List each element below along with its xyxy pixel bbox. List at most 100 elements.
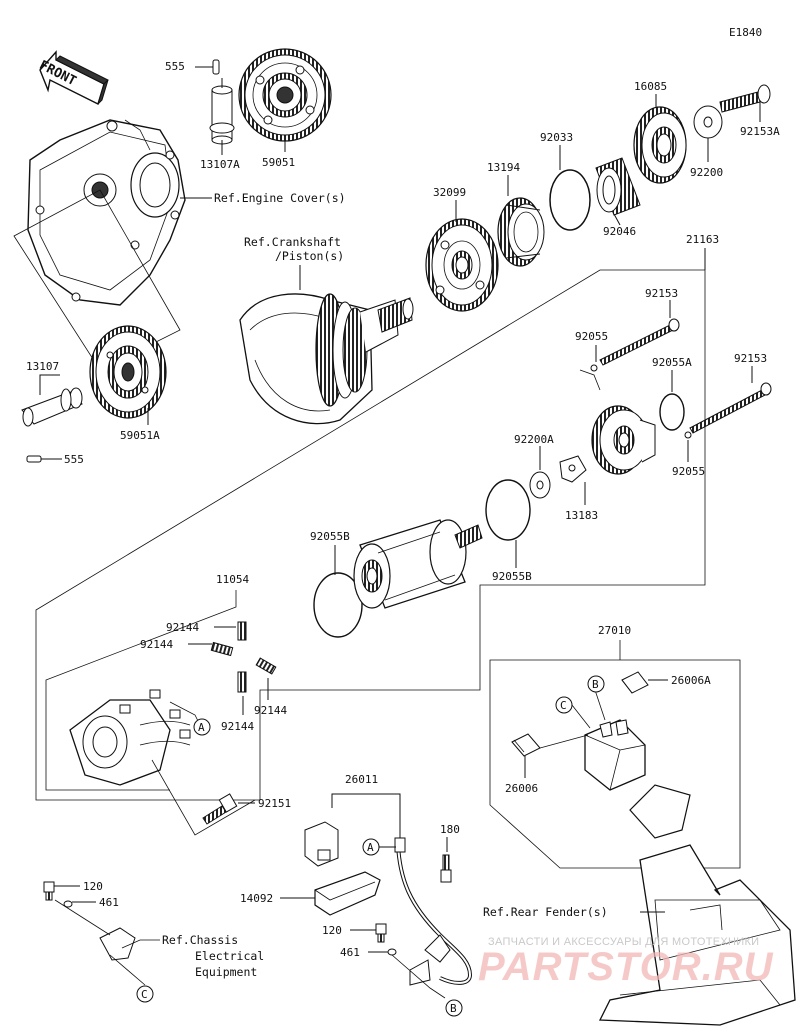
part-label-92200: 92200	[690, 166, 724, 179]
ref-engine-cover: Ref.Engine Cover(s)	[214, 191, 346, 205]
o-ring-92055A	[659, 393, 685, 431]
spring-92144-d	[255, 657, 277, 675]
cable-26011	[394, 837, 473, 986]
spring-92144-a	[237, 621, 247, 641]
starter-idle-gear-16085	[633, 106, 687, 184]
idle-gear-59051A	[89, 325, 167, 419]
circlip-92033	[549, 169, 592, 231]
cable-cap-26011	[304, 821, 339, 867]
engine-cover	[27, 119, 186, 306]
part-label-92144-b: 92144	[140, 638, 174, 651]
part-label-26006: 26006	[505, 782, 539, 795]
pin-555-bottom	[26, 455, 42, 463]
ref-chassis-line2: Electrical	[195, 949, 265, 963]
bracket-chassis	[99, 927, 136, 961]
crankshaft	[239, 293, 414, 425]
ref-chassis-line3: Equipment	[195, 965, 258, 979]
fuse-26006	[511, 733, 541, 757]
ref-chassis-line1: Ref.Chassis	[162, 933, 239, 947]
assembly-frame-21163	[35, 269, 706, 801]
spring-92144-b	[210, 641, 234, 657]
callout-circle-a-1	[193, 718, 211, 736]
fuse-26006A	[621, 671, 649, 694]
starter-motor	[353, 519, 483, 609]
needle-bearing-92046	[595, 157, 641, 216]
part-label-92055B-a: 92055B	[310, 530, 350, 543]
o-ring-92055B-b	[313, 572, 363, 638]
front-arrow-icon	[39, 50, 109, 105]
callout-circle-c-2	[136, 985, 154, 1003]
washer-92200A	[529, 471, 551, 499]
part-label-180: 180	[440, 823, 460, 836]
washer-461-b	[387, 948, 397, 956]
bolt-92153-b	[689, 382, 772, 434]
callout-a-1: A	[198, 721, 205, 734]
part-label-92151: 92151	[258, 797, 292, 810]
washer-92200	[693, 105, 723, 139]
part-label-92144-d: 92144	[221, 720, 255, 733]
part-label-92144-c: 92144	[254, 704, 288, 717]
ref-rear-fender: Ref.Rear Fender(s)	[483, 905, 608, 919]
rear-fender	[598, 844, 796, 1026]
part-label-92055B-b: 92055B	[492, 570, 532, 583]
bolt-92153-a	[599, 318, 680, 366]
shaft-13107A	[209, 85, 235, 145]
ref-crankshaft-line1: Ref.Crankshaft	[244, 235, 341, 249]
callout-c-1: C	[560, 699, 567, 712]
watermark-tagline: ЗАПЧАСТИ И АКСЕССУАРЫ ДЛЯ МОТОТЕХНИКИ	[488, 936, 760, 948]
part-label-461-b: 461	[340, 946, 360, 959]
part-label-27010: 27010	[598, 624, 632, 637]
part-label-16085: 16085	[634, 80, 668, 93]
part-label-92055-a: 92055	[575, 330, 609, 343]
part-label-92144-a: 92144	[166, 621, 200, 634]
o-ring-92055B-a	[485, 479, 531, 541]
part-label-120-b: 120	[322, 924, 342, 937]
callout-b-1: B	[592, 678, 599, 691]
starter-relay-27010	[584, 719, 646, 791]
bolt-92153A	[719, 84, 771, 113]
bolt-92151	[202, 793, 238, 825]
part-label-555-top: 555	[165, 60, 185, 73]
bolt-120-a	[43, 881, 55, 901]
part-label-13107A: 13107A	[200, 158, 240, 171]
part-label-92055-b: 92055	[672, 465, 706, 478]
ref-crankshaft-line2: /Piston(s)	[275, 249, 345, 263]
spring-92144-c	[237, 671, 247, 693]
idle-gear-59051	[238, 48, 332, 142]
callout-circle-c-1	[555, 696, 573, 714]
washer-461-a	[63, 900, 73, 908]
one-way-clutch-13194	[497, 197, 545, 267]
lockwasher-13183	[559, 455, 587, 483]
part-label-92033: 92033	[540, 131, 574, 144]
relay-boot	[629, 784, 691, 839]
part-label-555-bottom: 555	[64, 453, 84, 466]
pin-555-top	[212, 59, 220, 75]
part-label-461-a: 461	[99, 896, 119, 909]
part-label-59051: 59051	[262, 156, 296, 169]
part-label-26006A: 26006A	[671, 674, 711, 687]
part-label-11054: 11054	[216, 573, 250, 586]
part-label-92153-a: 92153	[645, 287, 679, 300]
part-label-26011: 26011	[345, 773, 379, 786]
part-label-13194: 13194	[487, 161, 521, 174]
watermark-logo: PARTSTOR.RU	[478, 945, 774, 989]
part-label-59051A: 59051A	[120, 429, 160, 442]
diagram-code: E1840	[729, 26, 763, 39]
cover-14092	[314, 871, 381, 916]
brush-holder-11054	[69, 689, 191, 786]
callout-circle-b-2	[445, 999, 463, 1017]
part-label-120-a: 120	[83, 880, 103, 893]
part-label-32099: 32099	[433, 186, 467, 199]
relay-frame-27010	[489, 640, 741, 869]
part-label-92046: 92046	[603, 225, 637, 238]
screw-180	[440, 854, 452, 883]
callout-a-2: A	[367, 841, 374, 854]
shaft-13107	[21, 387, 83, 427]
starter-clutch-gear-32099	[425, 218, 499, 312]
callout-b-2: B	[450, 1002, 457, 1015]
callout-c-2: C	[141, 988, 148, 1001]
part-label-14092: 14092	[240, 892, 274, 905]
part-label-13107: 13107	[26, 360, 60, 373]
part-label-92055A: 92055A	[652, 356, 692, 369]
